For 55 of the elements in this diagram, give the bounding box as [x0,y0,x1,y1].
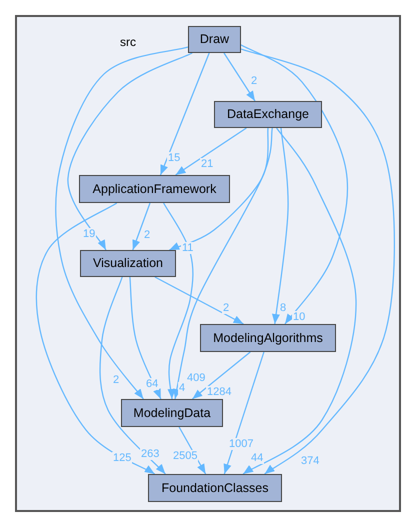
edge-label: 10 [292,311,306,323]
dependency-arrow [67,52,192,250]
dependency-arrow [240,48,395,474]
edge-label: 8 [279,302,288,314]
edge-label: 11 [181,242,194,254]
directory-box [80,250,176,277]
directory-name: Visualization [93,256,163,271]
edge-label: 21 [200,158,214,170]
edge-label: 64 [145,378,160,390]
edge-label: 2 [112,374,120,386]
edge-label: 374 [300,455,320,467]
edge-label: 125 [112,452,132,464]
edge-label: 15 [167,152,182,164]
dependency-arrow [224,352,264,474]
edge-label: 263 [140,448,160,460]
dependency-arrow [55,46,188,400]
dependency-arrow [272,128,289,324]
edge-label: 1007 [228,438,254,450]
edge-label: 2 [143,229,152,241]
edge-label: 1284 [206,386,232,398]
dependency-arrow [173,128,273,400]
directory-box [214,101,322,128]
edge-label: 2 [250,75,258,87]
dependency-arrow [169,128,269,251]
dependency-arrow [129,276,162,400]
directory-name: DataExchange [226,107,309,122]
dependency-arrow [242,128,357,475]
directory-name: FoundationClasses [161,480,268,496]
edge-label: 4 [178,382,186,394]
edge-label: 2 [222,302,230,314]
directory-box [79,175,230,203]
directory-name: ApplicationFramework [92,182,216,196]
dependency-arrow [175,128,247,176]
edge-label: 409 [186,372,206,384]
edge-label: 2505 [172,450,198,462]
dependency-arrow [99,276,166,474]
dependency-arrow [160,52,210,176]
directory-name: ModelingData [133,406,211,420]
edge-label: 19 [82,228,96,240]
dependency-arrow [36,202,155,475]
dependency-arrow [192,352,251,400]
directory-box [148,474,282,502]
directory-box [200,324,336,352]
dependency-arrow [132,202,151,250]
directory-box [188,26,241,53]
directory-box [121,399,223,427]
cluster-label: src [120,35,136,49]
edge-label: 44 [250,452,264,464]
dependency-arrow [240,44,348,324]
dependency-arrow [224,52,256,102]
dependency-arrow [163,202,194,400]
dependency-arrow [154,276,244,325]
directory-cluster [15,15,401,512]
directory-name: Draw [200,32,230,47]
directory-name: ModelingAlgorithms [213,330,323,346]
